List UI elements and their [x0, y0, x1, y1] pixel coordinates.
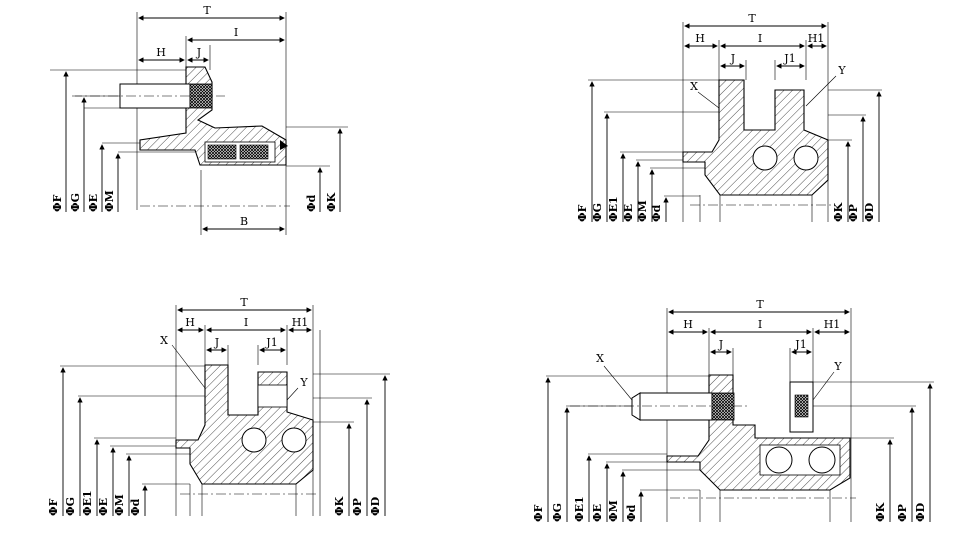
diameter-label: ΦG — [69, 193, 82, 212]
diameter-label: ΦP — [896, 504, 909, 522]
callout-label: X — [690, 80, 698, 93]
dim-label: I — [244, 316, 248, 329]
diameter-label: Φd — [650, 204, 663, 222]
diameter-label: ΦF — [532, 504, 545, 522]
callout-label: Y — [837, 64, 846, 77]
diameter-label: ΦF — [47, 498, 60, 516]
dim-label: J — [718, 338, 723, 351]
dim-label: J — [730, 52, 735, 65]
diameter-label: ΦK — [325, 192, 338, 212]
diameter-label: ΦM — [636, 200, 649, 222]
diameter-label: ΦE1 — [573, 496, 586, 522]
callout-label: X — [596, 352, 604, 365]
diameter-label: ΦP — [847, 204, 860, 222]
diagram-4-labels: T H I H1 J J1 X Y ΦF ΦG ΦE1 ΦE ΦM Φd ΦK … — [532, 298, 927, 522]
diagram-2 — [588, 22, 882, 222]
diameter-label: ΦE — [622, 204, 635, 222]
diameter-label: ΦE1 — [607, 196, 620, 222]
callout-label: Y — [833, 360, 842, 373]
diagram-1 — [50, 12, 348, 235]
diameter-label: ΦM — [103, 190, 116, 212]
diameter-label: ΦK — [333, 496, 346, 516]
diameter-label: ΦE — [87, 194, 100, 212]
dim-label: H — [683, 318, 693, 331]
diameter-label: ΦM — [113, 494, 126, 516]
diameter-label: ΦP — [351, 498, 364, 516]
dim-label: H1 — [824, 318, 841, 331]
callout-label: Y — [299, 376, 308, 389]
dim-label: I — [234, 26, 238, 39]
dim-label: T — [748, 12, 756, 25]
diameter-label: Φd — [305, 194, 318, 212]
dim-label: H — [185, 316, 195, 329]
diagram-3 — [60, 305, 390, 516]
dim-label: J — [214, 336, 219, 349]
diagram-2-labels: T H I H1 J J1 X Y ΦF ΦG ΦE1 ΦE ΦM Φd ΦK … — [576, 12, 876, 222]
diameter-label: Φd — [625, 504, 638, 522]
diameter-label: ΦD — [369, 496, 382, 516]
diameter-label: ΦM — [607, 500, 620, 522]
dim-label: H — [695, 32, 705, 45]
dim-label: I — [758, 32, 762, 45]
dim-label: T — [240, 296, 248, 309]
diameter-label: ΦK — [832, 202, 845, 222]
dim-label: J1 — [794, 338, 806, 351]
diagram-1-labels: T I H J B ΦF ΦG ΦE ΦM Φd ΦK — [51, 4, 338, 228]
diagram-3-labels: T H I H1 J J1 X Y ΦF ΦG ΦE1 ΦE ΦM Φd ΦK … — [47, 296, 382, 516]
dim-label: T — [756, 298, 764, 311]
diameter-label: ΦE1 — [81, 490, 94, 516]
dim-label: B — [240, 215, 248, 228]
diameter-label: ΦE — [97, 498, 110, 516]
dim-label: T — [203, 4, 211, 17]
dim-label: H1 — [292, 316, 309, 329]
diameter-label: ΦK — [874, 502, 887, 522]
dim-label: J — [196, 46, 201, 59]
diameter-label: ΦE — [591, 504, 604, 522]
diameter-label: ΦG — [551, 503, 564, 522]
diameter-label: ΦD — [863, 202, 876, 222]
diameter-label: ΦD — [914, 502, 927, 522]
diagram-4 — [545, 308, 934, 522]
dim-label: J1 — [265, 336, 277, 349]
dim-label: H — [156, 46, 166, 59]
diameter-label: ΦG — [591, 203, 604, 222]
diameter-label: Φd — [129, 498, 142, 516]
diameter-label: ΦF — [51, 194, 64, 212]
dim-label: J1 — [783, 52, 795, 65]
diameter-label: ΦG — [64, 497, 77, 516]
callout-label: X — [160, 334, 168, 347]
dim-label: H1 — [808, 32, 825, 45]
dim-label: I — [758, 318, 762, 331]
diameter-label: ΦF — [576, 204, 589, 222]
